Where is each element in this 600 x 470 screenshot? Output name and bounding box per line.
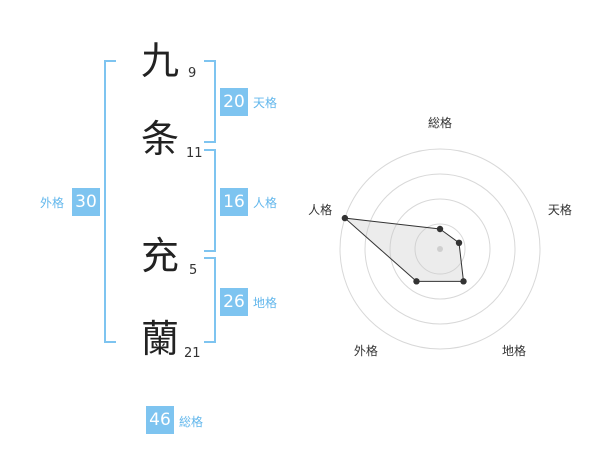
chi-bracket	[204, 257, 216, 343]
outer-bracket	[104, 60, 116, 343]
stroke-count-2: 11	[186, 146, 203, 161]
radar-axis-label-1: 総格	[428, 115, 452, 130]
ten-bracket	[204, 60, 216, 143]
radar-axis-label-4: 外格	[354, 343, 378, 358]
sou-label: 総格	[179, 415, 204, 429]
radar-point-3	[460, 278, 467, 285]
gai-label: 外格	[40, 196, 65, 210]
name-char-2: 条	[140, 117, 179, 161]
radar-ring	[389, 198, 491, 300]
radar-point-2	[455, 239, 463, 247]
sou-value-badge: 46	[146, 406, 174, 434]
ten-label: 天格	[253, 96, 278, 110]
ten-value-badge: 20	[220, 88, 248, 116]
radar-axis-label-3: 地格	[502, 343, 526, 358]
radar-ring	[414, 223, 466, 275]
radar-axis-label-5: 人格	[308, 202, 332, 217]
radar-axis-label-2: 天格	[548, 202, 572, 217]
name-char-3: 充	[140, 234, 179, 278]
jin-bracket	[204, 149, 216, 252]
gai-value-badge: 30	[72, 188, 100, 216]
radar-point-4	[413, 278, 420, 285]
chi-value-badge: 26	[220, 288, 248, 316]
name-char-1: 九	[140, 39, 179, 83]
name-char-4: 蘭	[140, 317, 179, 361]
radar-ring	[339, 148, 541, 350]
stroke-count-4: 21	[184, 346, 201, 361]
stroke-count-1: 9	[188, 66, 197, 81]
radar-area	[343, 217, 465, 282]
jin-label: 人格	[253, 196, 278, 210]
stroke-count-3: 5	[189, 263, 198, 278]
radar-ring	[364, 173, 516, 325]
radar-center	[437, 246, 443, 252]
jin-value-badge: 16	[220, 188, 248, 216]
chi-label: 地格	[253, 296, 278, 310]
radar-point-5	[341, 214, 349, 222]
radar-point-1	[436, 225, 444, 233]
